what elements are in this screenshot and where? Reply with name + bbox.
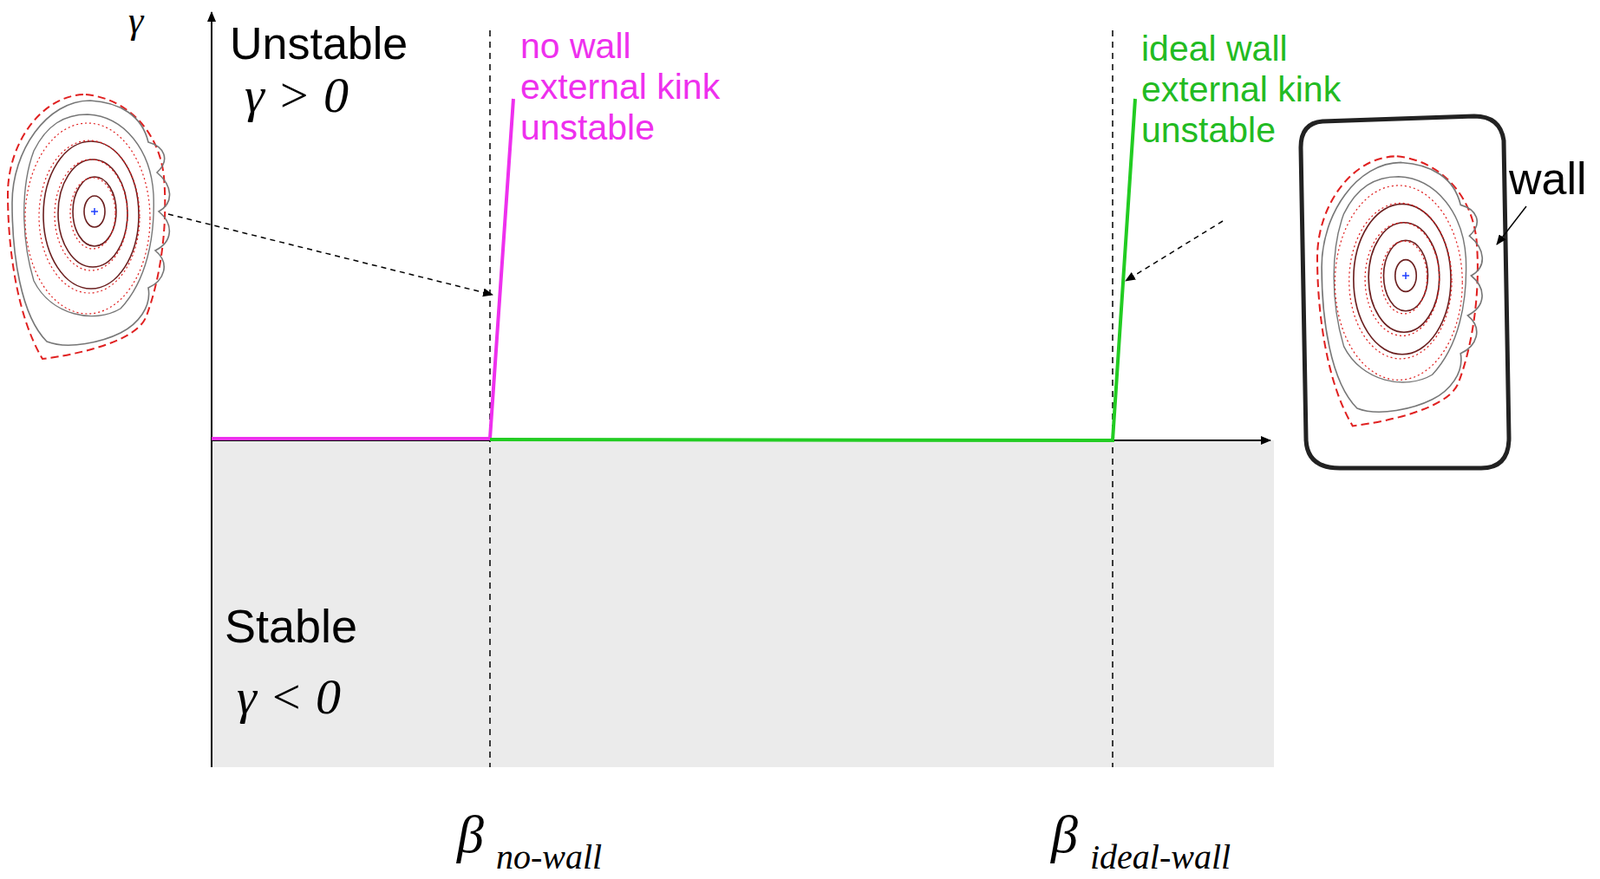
- beta-subscript: ideal-wall: [1090, 840, 1231, 876]
- region-label: Unstable: [229, 20, 408, 66]
- region-condition: γ < 0: [236, 672, 341, 723]
- region-label: Stable: [224, 602, 358, 650]
- axis-label: γ: [128, 1, 144, 40]
- region-condition: γ > 0: [244, 70, 349, 121]
- wall-label: wall: [1508, 156, 1587, 202]
- curve-label: no wall external kink unstable: [520, 26, 729, 149]
- beta-symbol: β: [1051, 807, 1078, 862]
- curve-label: ideal wall external kink unstable: [1141, 28, 1350, 151]
- beta-symbol: β: [457, 807, 484, 862]
- beta-subscript: no-wall: [496, 840, 602, 876]
